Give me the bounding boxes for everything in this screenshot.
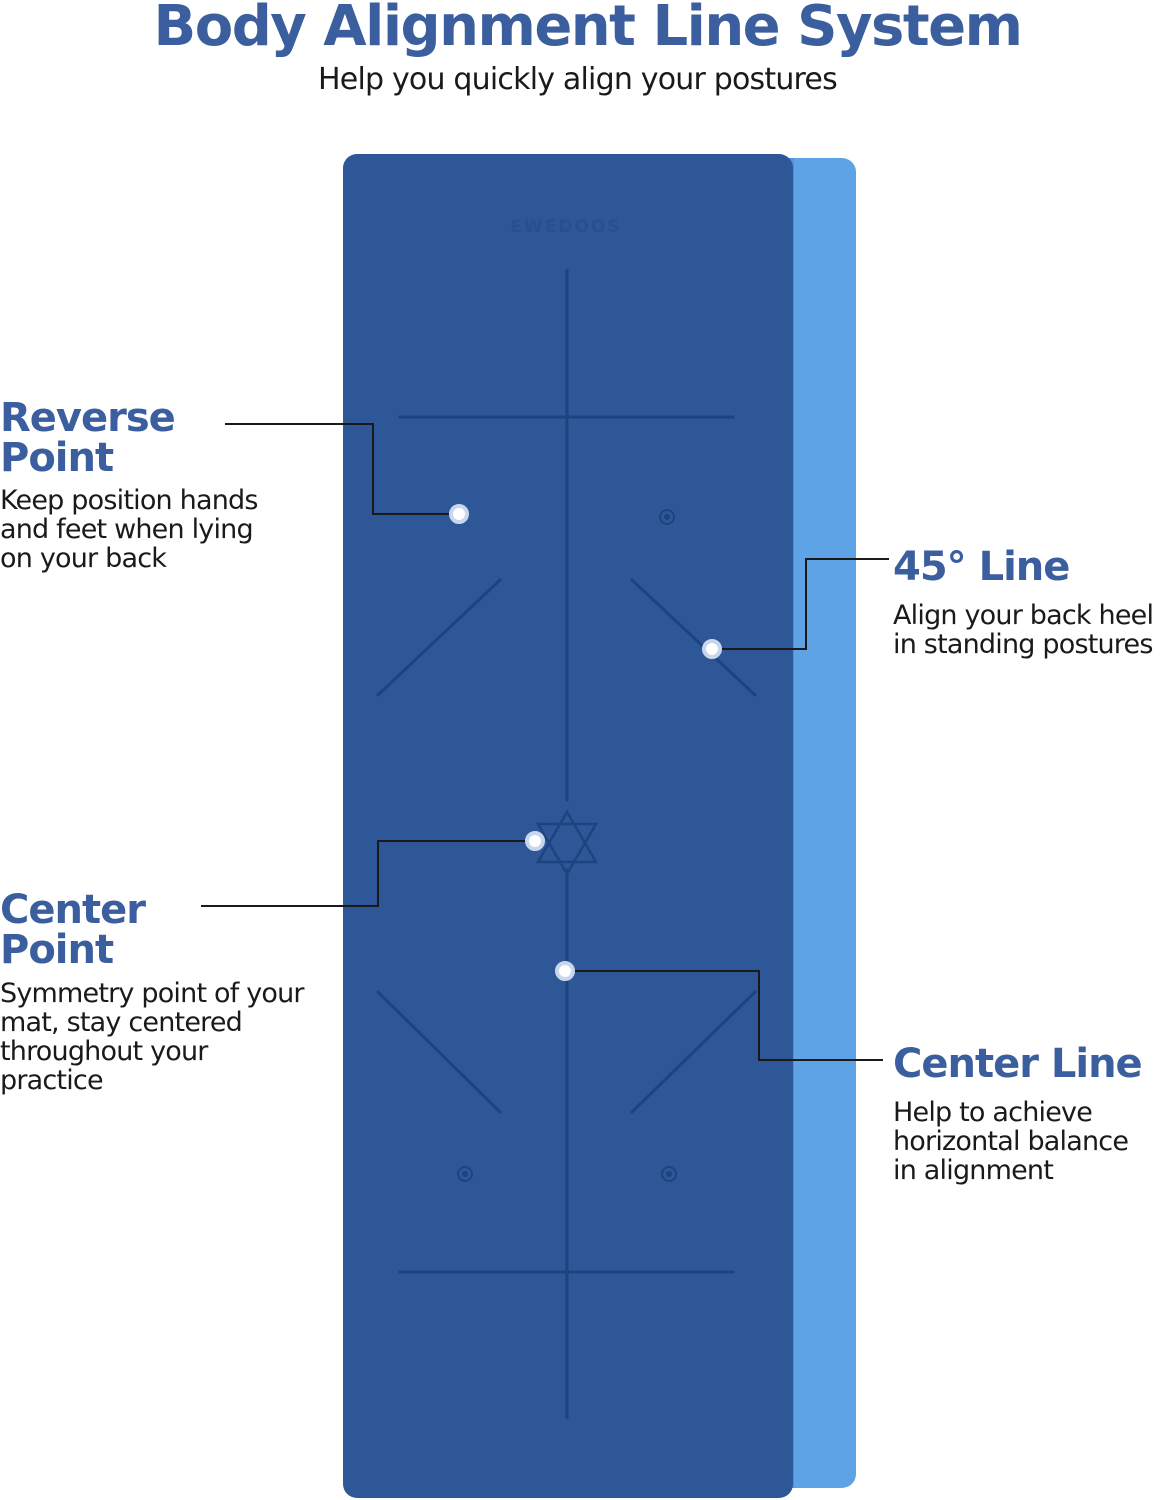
callout-reverse-point: Reverse Point Keep position hands and fe… xyxy=(0,398,300,573)
reverse-point-title: Reverse Point xyxy=(0,395,176,481)
reverse-point-marker xyxy=(449,504,469,524)
center-line-title: Center Line xyxy=(893,1041,1143,1087)
center-star-icon xyxy=(535,809,599,877)
callout-center-point: Center Point Symmetry point of your mat,… xyxy=(0,890,340,1095)
mat-reverse-markers xyxy=(457,509,677,1182)
mat-top-layer xyxy=(343,154,793,1498)
center-point-marker xyxy=(525,831,545,851)
line-45-title: 45° Line xyxy=(893,544,1070,590)
callout-45-line: 45° Line Align your back heel in standin… xyxy=(893,547,1175,659)
callout-center-line: Center Line Help to achieve horizontal b… xyxy=(893,1044,1175,1185)
center-point-description: Symmetry point of your mat, stay centere… xyxy=(0,978,305,1096)
page-title: Body Alignment Line System xyxy=(153,0,1023,59)
page-subtitle: Help you quickly align your postures xyxy=(318,62,838,97)
line-45-marker xyxy=(702,639,722,659)
line-45-description: Align your back heel in standing posture… xyxy=(893,600,1154,660)
center-line-marker xyxy=(555,961,575,981)
reverse-point-description: Keep position hands and feet when lying … xyxy=(0,485,258,574)
center-point-title: Center Point xyxy=(0,887,146,973)
center-line-description: Help to achieve horizontal balance in al… xyxy=(893,1097,1129,1186)
callout-leader-lines xyxy=(201,423,889,1061)
mat-brand-logo: EWEDOOS xyxy=(510,217,621,237)
